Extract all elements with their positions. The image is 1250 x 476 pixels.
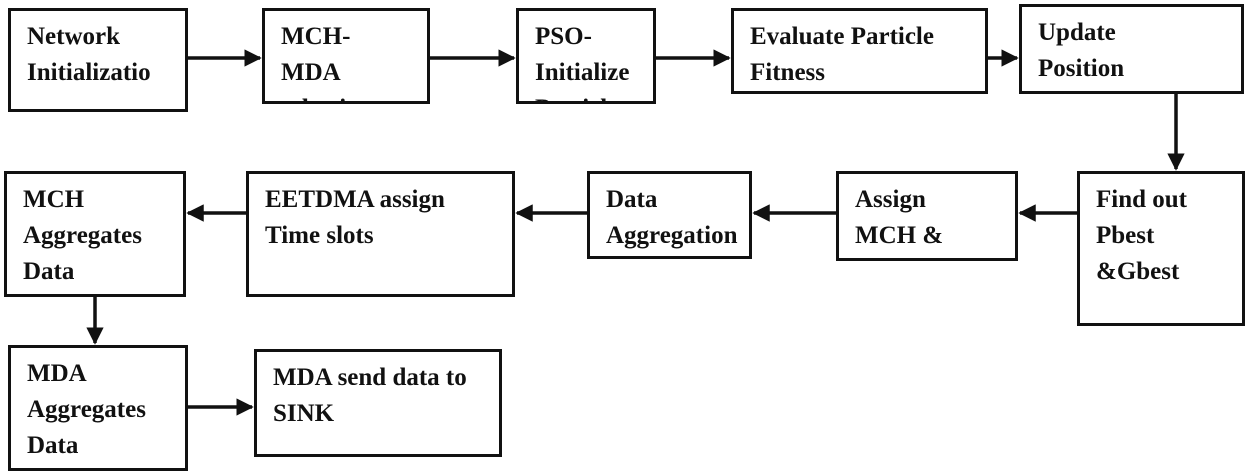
node-mch-aggregates-data-label: MCH Aggregates Data (23, 186, 142, 285)
node-pso-initialize-particle: PSO- Initialize Particle (516, 8, 656, 104)
node-assign-mch: Assign MCH & (836, 171, 1018, 261)
node-data-aggregation: Data Aggregation (587, 171, 752, 259)
node-pso-initialize-particle-label: PSO- Initialize Particle (535, 23, 630, 101)
node-mch-aggregates-data: MCH Aggregates Data (4, 171, 186, 297)
node-data-aggregation-label: Data Aggregation (606, 186, 738, 249)
node-evaluate-particle-fitness-label: Evaluate Particle Fitness (750, 23, 934, 86)
node-mda-send-data-to-sink: MDA send data to SINK (254, 349, 502, 457)
node-mch-mda-selection-label: MCH- MDA selection (281, 23, 373, 101)
node-find-pbest-gbest-label: Find out Pbest &Gbest (1096, 186, 1188, 285)
node-network-initialization: Network Initializatio (8, 8, 188, 112)
node-update-position: Update Position (1019, 4, 1244, 94)
node-eetdma-assign-time-slots-label: EETDMA assign Time slots (265, 186, 445, 249)
node-mda-aggregates-data-label: MDA Aggregates Data (27, 360, 146, 459)
node-update-position-label: Update Position (1038, 19, 1125, 82)
node-evaluate-particle-fitness: Evaluate Particle Fitness (731, 8, 988, 94)
node-mda-send-data-to-sink-label: MDA send data to SINK (273, 364, 467, 427)
node-eetdma-assign-time-slots: EETDMA assign Time slots (246, 171, 515, 297)
node-network-initialization-label: Network Initializatio (27, 23, 151, 86)
node-mch-mda-selection: MCH- MDA selection (262, 8, 430, 104)
node-mda-aggregates-data: MDA Aggregates Data (8, 345, 188, 471)
node-find-pbest-gbest: Find out Pbest &Gbest (1077, 171, 1245, 326)
node-assign-mch-label: Assign MCH & (855, 186, 944, 249)
